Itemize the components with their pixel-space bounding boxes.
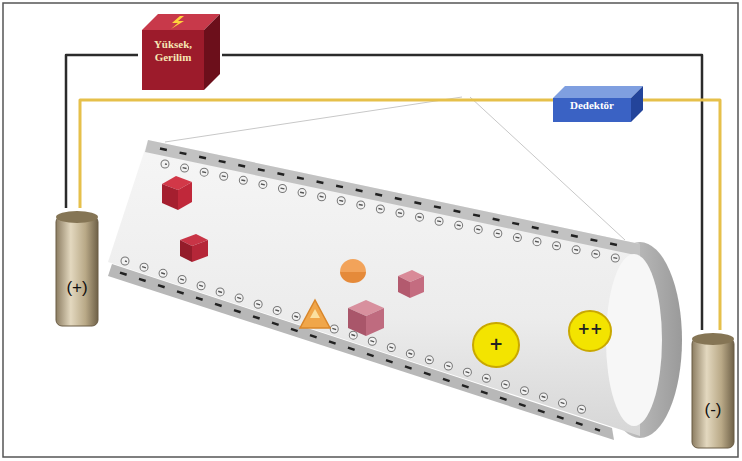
vial-outline	[690, 330, 736, 450]
frame	[3, 3, 738, 457]
analyte-cube	[366, 308, 384, 336]
node-label: (-)	[690, 400, 736, 420]
ion-fill	[165, 164, 620, 259]
node-label: Dedektör	[553, 99, 631, 112]
analyte-half-disc	[340, 272, 366, 283]
vial-top	[56, 211, 98, 223]
analyte-triangle	[300, 300, 330, 328]
wire	[80, 100, 553, 208]
vial-body	[56, 216, 98, 326]
ion-sign	[125, 261, 590, 412]
tube-wall	[145, 140, 640, 256]
capillary-tube	[108, 140, 682, 440]
node-label: ++	[568, 321, 612, 338]
analyte-cube	[178, 182, 192, 210]
slab-front	[553, 98, 631, 122]
vial-node: (-)	[690, 330, 736, 450]
leader-line	[165, 97, 462, 142]
analyte-cube	[162, 184, 178, 210]
analyte-triangle	[310, 309, 320, 318]
wall-charge-row	[120, 273, 600, 431]
ion-fill	[125, 261, 590, 412]
cube-front	[142, 30, 204, 90]
cube-side	[204, 14, 220, 90]
ion-sign	[165, 164, 620, 259]
vial-node: (+)	[54, 208, 100, 328]
slab-top	[553, 86, 643, 98]
node-label: (+)	[54, 278, 100, 298]
ion-ring	[165, 164, 620, 259]
analyte-cube	[180, 240, 192, 262]
vial-outline	[54, 208, 100, 328]
analyte-shapes	[162, 176, 424, 336]
tube-wall	[108, 264, 614, 440]
ion-ring	[125, 261, 590, 412]
analyte-half-disc	[340, 259, 366, 272]
slab-node: Dedektör	[553, 84, 643, 122]
wire	[66, 55, 138, 208]
wire	[643, 100, 720, 330]
node-label: +	[472, 335, 520, 355]
counter-ion-row	[125, 261, 590, 412]
ion-circle	[473, 323, 519, 367]
ion-circle	[569, 311, 611, 351]
vial-top	[692, 333, 734, 345]
vial-body	[692, 338, 734, 448]
slab-side	[631, 86, 643, 122]
tube-body	[108, 140, 640, 436]
circle-node: ++	[568, 310, 612, 352]
counter-ion-row	[165, 164, 620, 259]
analyte-cube	[410, 276, 424, 298]
analyte-cube	[348, 308, 366, 336]
lightning-symbol	[171, 16, 184, 29]
wall-charge-row	[160, 149, 625, 247]
analyte-cube	[192, 240, 208, 262]
circle-node: +	[472, 322, 520, 368]
cube-node: Yüksek, Gerilim	[138, 8, 222, 92]
wire	[222, 55, 702, 330]
analyte-cube	[398, 276, 410, 298]
tube-opening	[606, 254, 662, 426]
node-label: Yüksek, Gerilim	[142, 38, 204, 63]
